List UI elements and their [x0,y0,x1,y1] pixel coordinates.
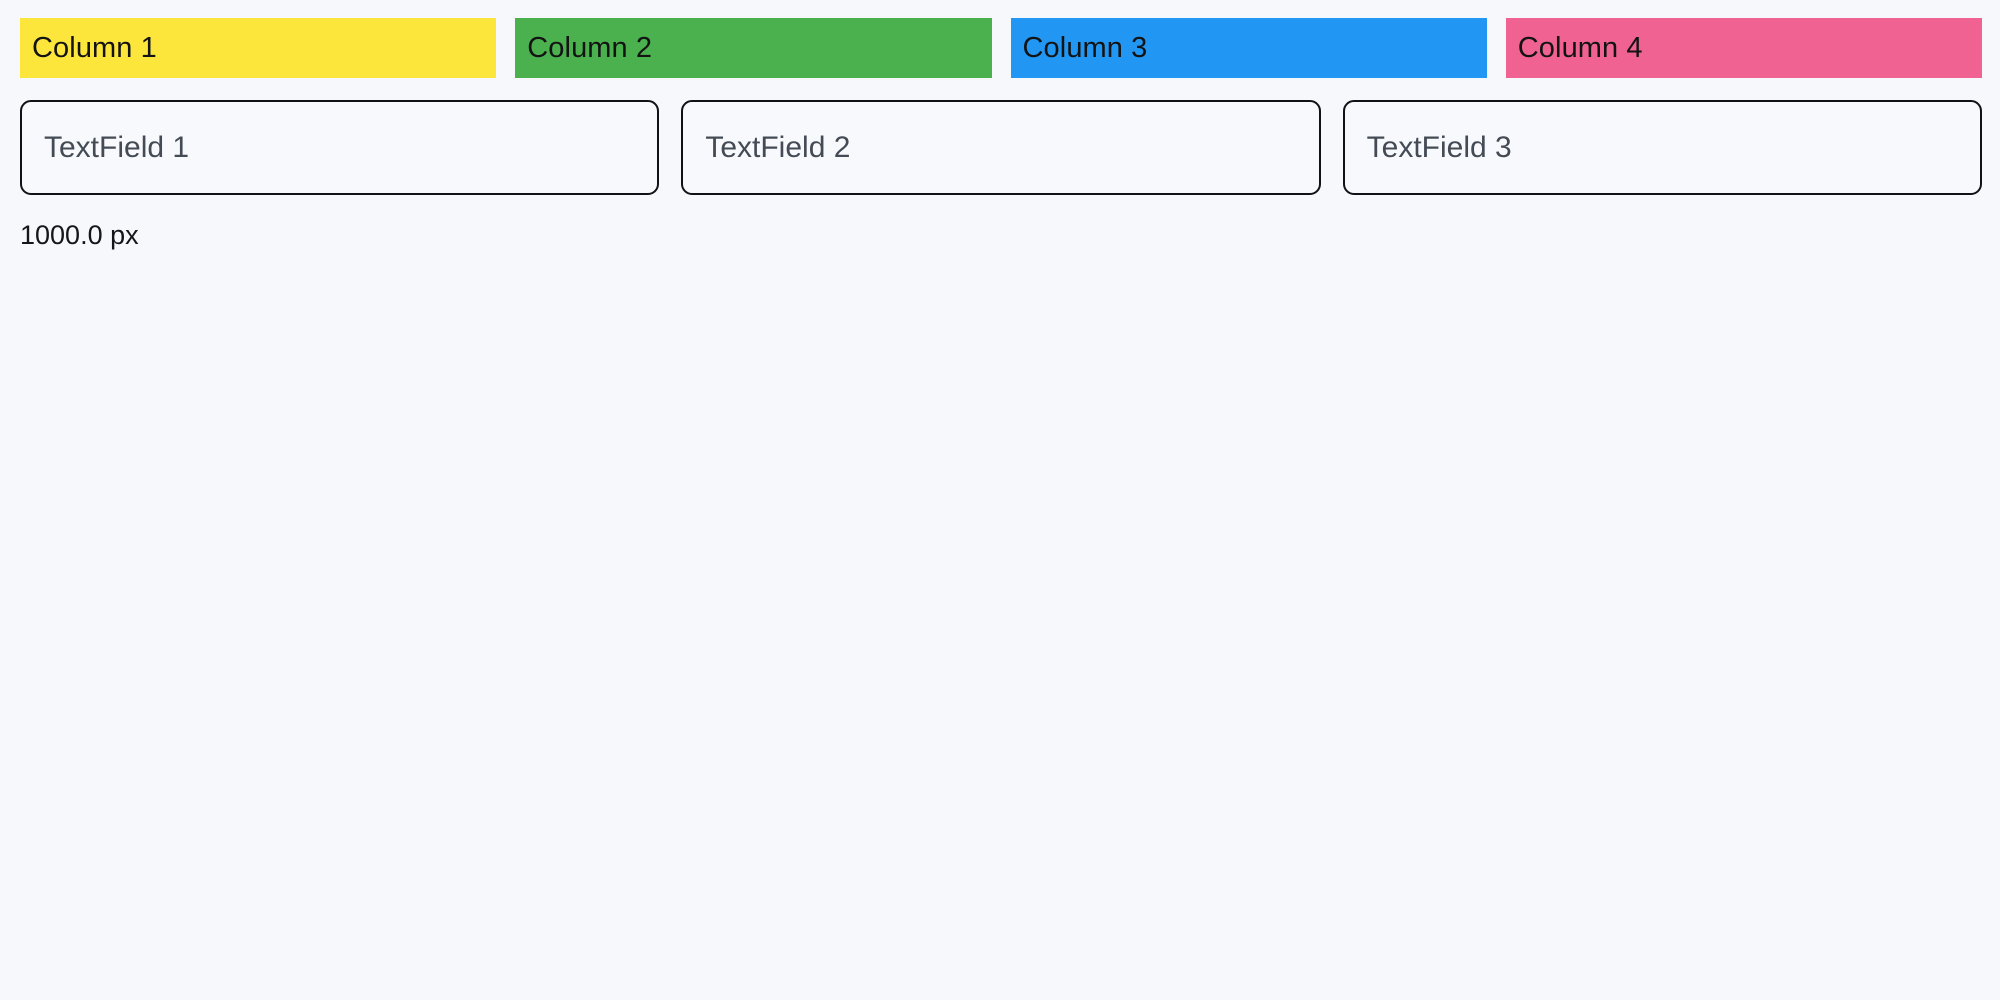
column-block-3[interactable]: Column 3 [1010,18,1487,78]
column-label: Column 3 [1022,31,1148,64]
column-label: Column 2 [527,31,653,64]
column-block-4[interactable]: Column 4 [1505,18,1982,78]
textfield-3[interactable]: TextField 3 [1342,100,1982,195]
column-label: Column 4 [1517,31,1643,64]
textfields-row: TextField 1 TextField 2 TextField 3 [20,100,1982,195]
textfield-2-value: TextField 2 [705,130,851,164]
column-label: Column 1 [32,31,157,64]
measurement-label: 1000.0 px [20,220,139,250]
columns-row: Column 1 Column 2 Column 3 Column 4 [20,18,1982,78]
textfield-3-value: TextField 3 [1366,130,1512,164]
column-block-1[interactable]: Column 1 [20,18,497,78]
empty-canvas-area [0,270,2000,1000]
textfield-1-value: TextField 1 [44,130,190,164]
column-block-2[interactable]: Column 2 [515,18,992,78]
textfield-2[interactable]: TextField 2 [681,100,1321,195]
textfield-1[interactable]: TextField 1 [20,100,660,195]
